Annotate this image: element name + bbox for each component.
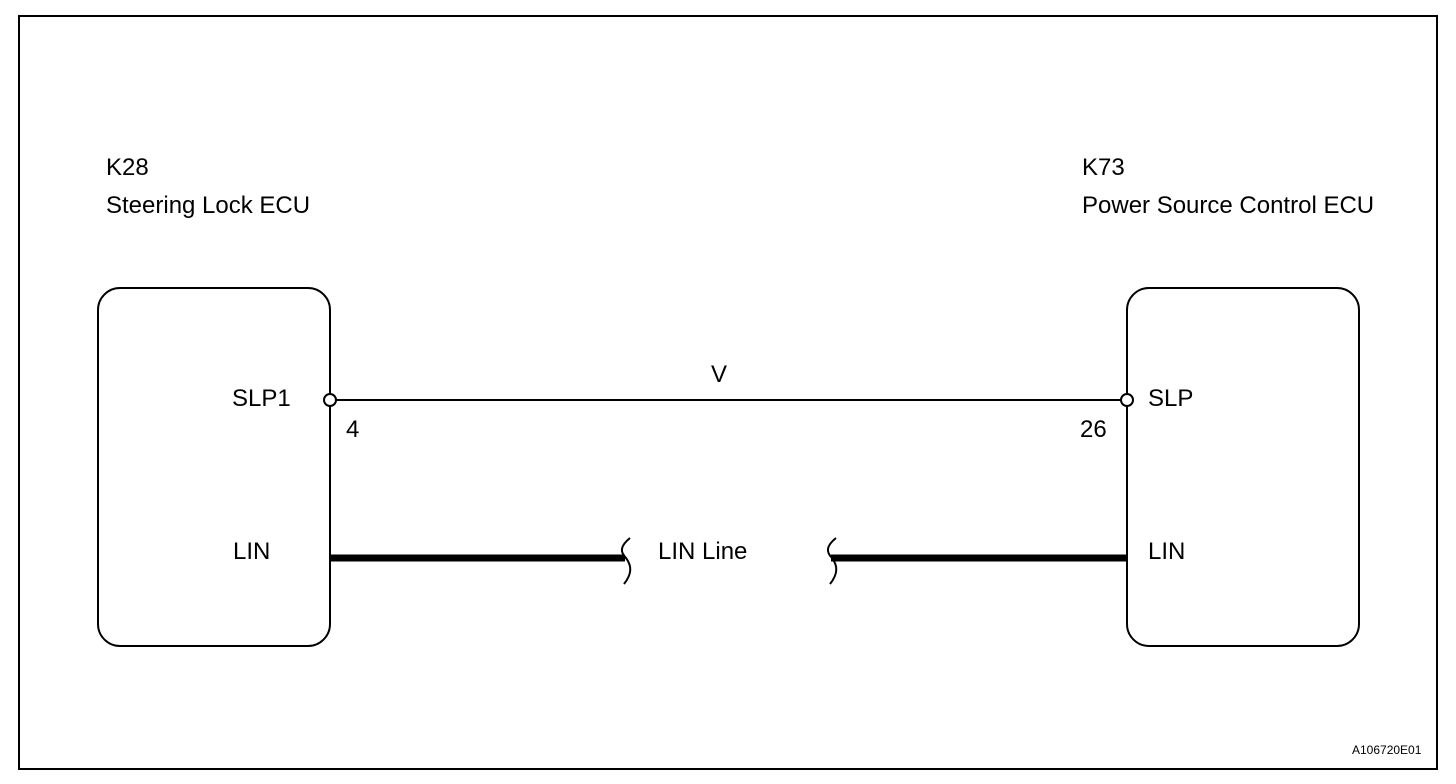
diagram-frame xyxy=(18,15,1438,770)
left-pin-number: 4 xyxy=(346,416,360,443)
figure-id: A106720E01 xyxy=(1352,743,1422,757)
right-ecu-box xyxy=(1126,287,1360,647)
right-pin-number: 26 xyxy=(1080,416,1107,443)
right-ecu-name: Power Source Control ECU xyxy=(1082,192,1375,219)
left-pin-lin-label: LIN xyxy=(233,538,271,565)
left-pin-slp-label: SLP1 xyxy=(232,385,291,412)
left-ecu-code: K28 xyxy=(106,154,149,181)
left-ecu-box xyxy=(97,287,331,647)
right-pin-slp-label: SLP xyxy=(1148,385,1194,412)
right-ecu-code: K73 xyxy=(1082,154,1125,181)
left-terminal xyxy=(323,393,337,407)
lin-break-left xyxy=(620,537,632,585)
lin-break-right xyxy=(826,537,838,585)
right-pin-lin-label: LIN xyxy=(1148,538,1186,565)
right-terminal xyxy=(1120,393,1134,407)
left-ecu-name: Steering Lock ECU xyxy=(106,192,311,219)
lin-line-label: LIN Line xyxy=(658,538,748,565)
wire-color-label: V xyxy=(711,361,728,388)
